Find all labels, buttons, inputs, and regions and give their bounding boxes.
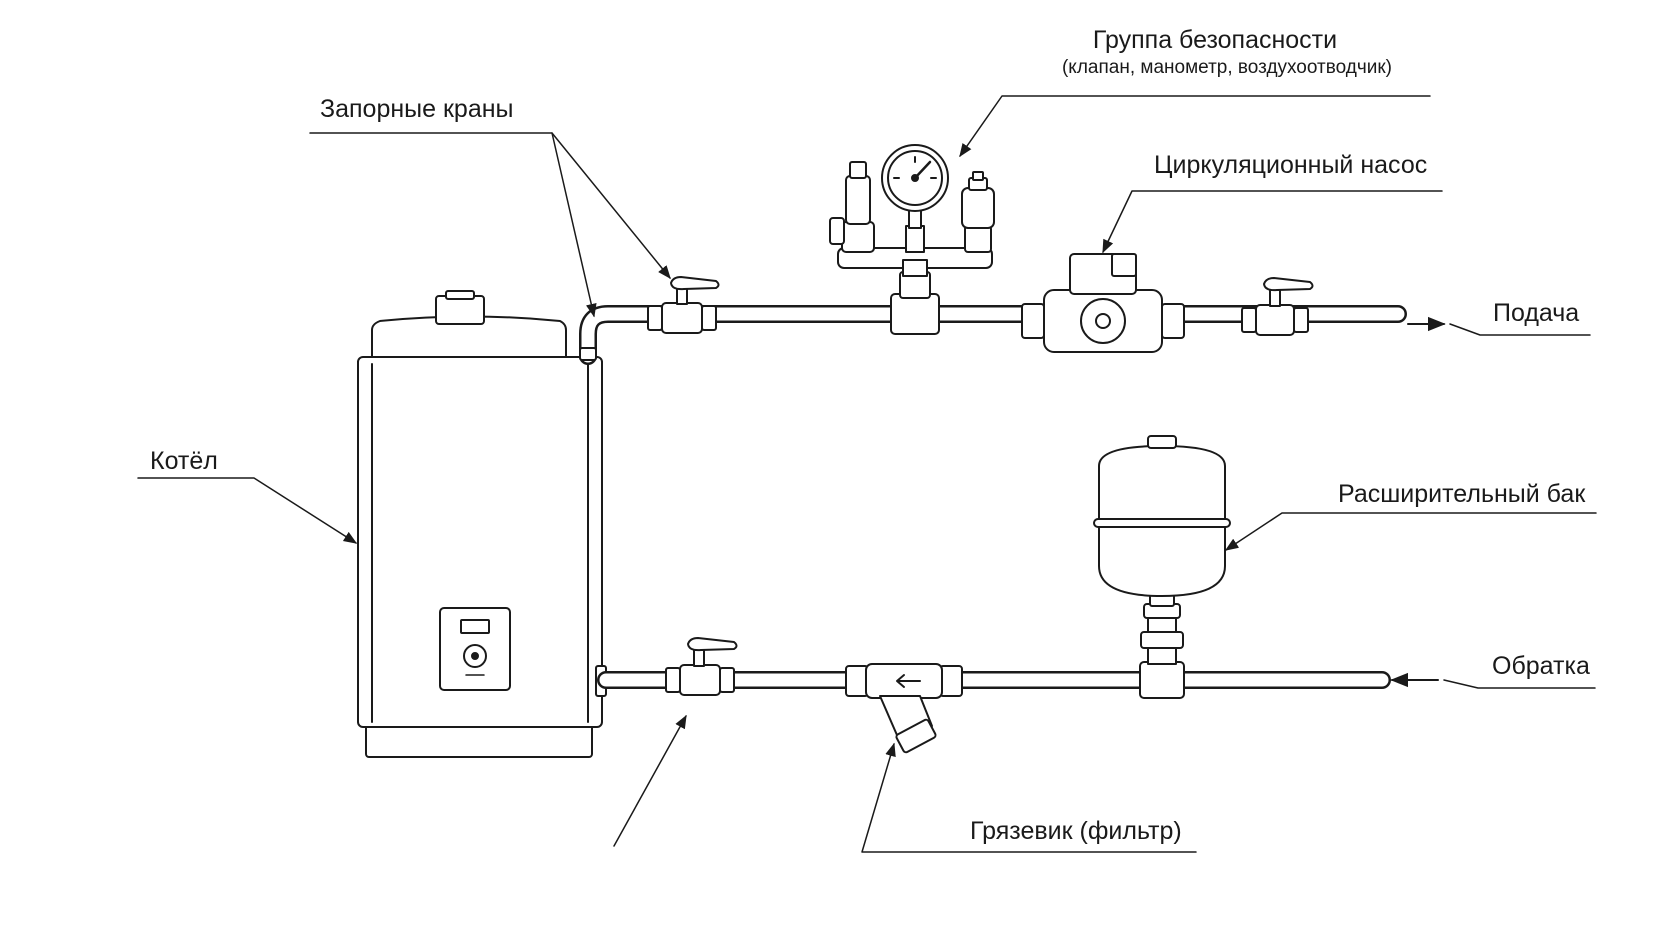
safety-group-title: Группа безопасности — [1093, 26, 1337, 54]
supply-pipe — [579, 305, 1407, 365]
safety-valve — [829, 161, 875, 253]
control-panel — [439, 607, 511, 691]
return-label: Обратка — [1492, 652, 1590, 680]
boiler — [357, 290, 607, 758]
shutoff-valves-label: Запорные краны — [320, 95, 514, 123]
shutoff-valve-supply-2 — [1241, 277, 1314, 336]
expansion-tank — [1093, 435, 1231, 699]
supply-label: Подача — [1493, 299, 1579, 327]
manometer — [881, 144, 949, 253]
circulation-pump-leader — [1102, 190, 1443, 254]
return-leader — [1443, 679, 1596, 689]
air-vent — [961, 171, 995, 253]
circulation-pump-label: Циркуляционный насос — [1154, 151, 1427, 179]
supply-leader — [1449, 323, 1591, 336]
flow-arrows — [1390, 316, 1446, 688]
labels: Группа безопасности (клапан, манометр, в… — [150, 26, 1590, 845]
shutoff-valve-return — [665, 637, 738, 696]
strainer — [845, 663, 963, 754]
circulation-pump — [1021, 253, 1185, 353]
strainer-label: Грязевик (фильтр) — [970, 817, 1182, 845]
safety-group — [829, 144, 995, 335]
leader-lines — [137, 95, 1597, 853]
expansion-tank-label: Расширительный бак — [1338, 480, 1586, 508]
return-valve-leader — [613, 714, 687, 847]
safety-group-detail: (клапан, манометр, воздухоотводчик) — [1062, 57, 1392, 78]
expansion-tank-leader — [1224, 512, 1597, 551]
boiler-leader — [137, 477, 358, 544]
shutoff-valve-supply-1 — [647, 276, 720, 334]
strainer-leader — [861, 742, 1197, 853]
safety-group-leader — [959, 95, 1431, 158]
shutoff-valves-leader-b — [551, 132, 671, 280]
shutoff-valves-leader-a — [309, 132, 597, 318]
boiler-label: Котёл — [150, 447, 218, 475]
